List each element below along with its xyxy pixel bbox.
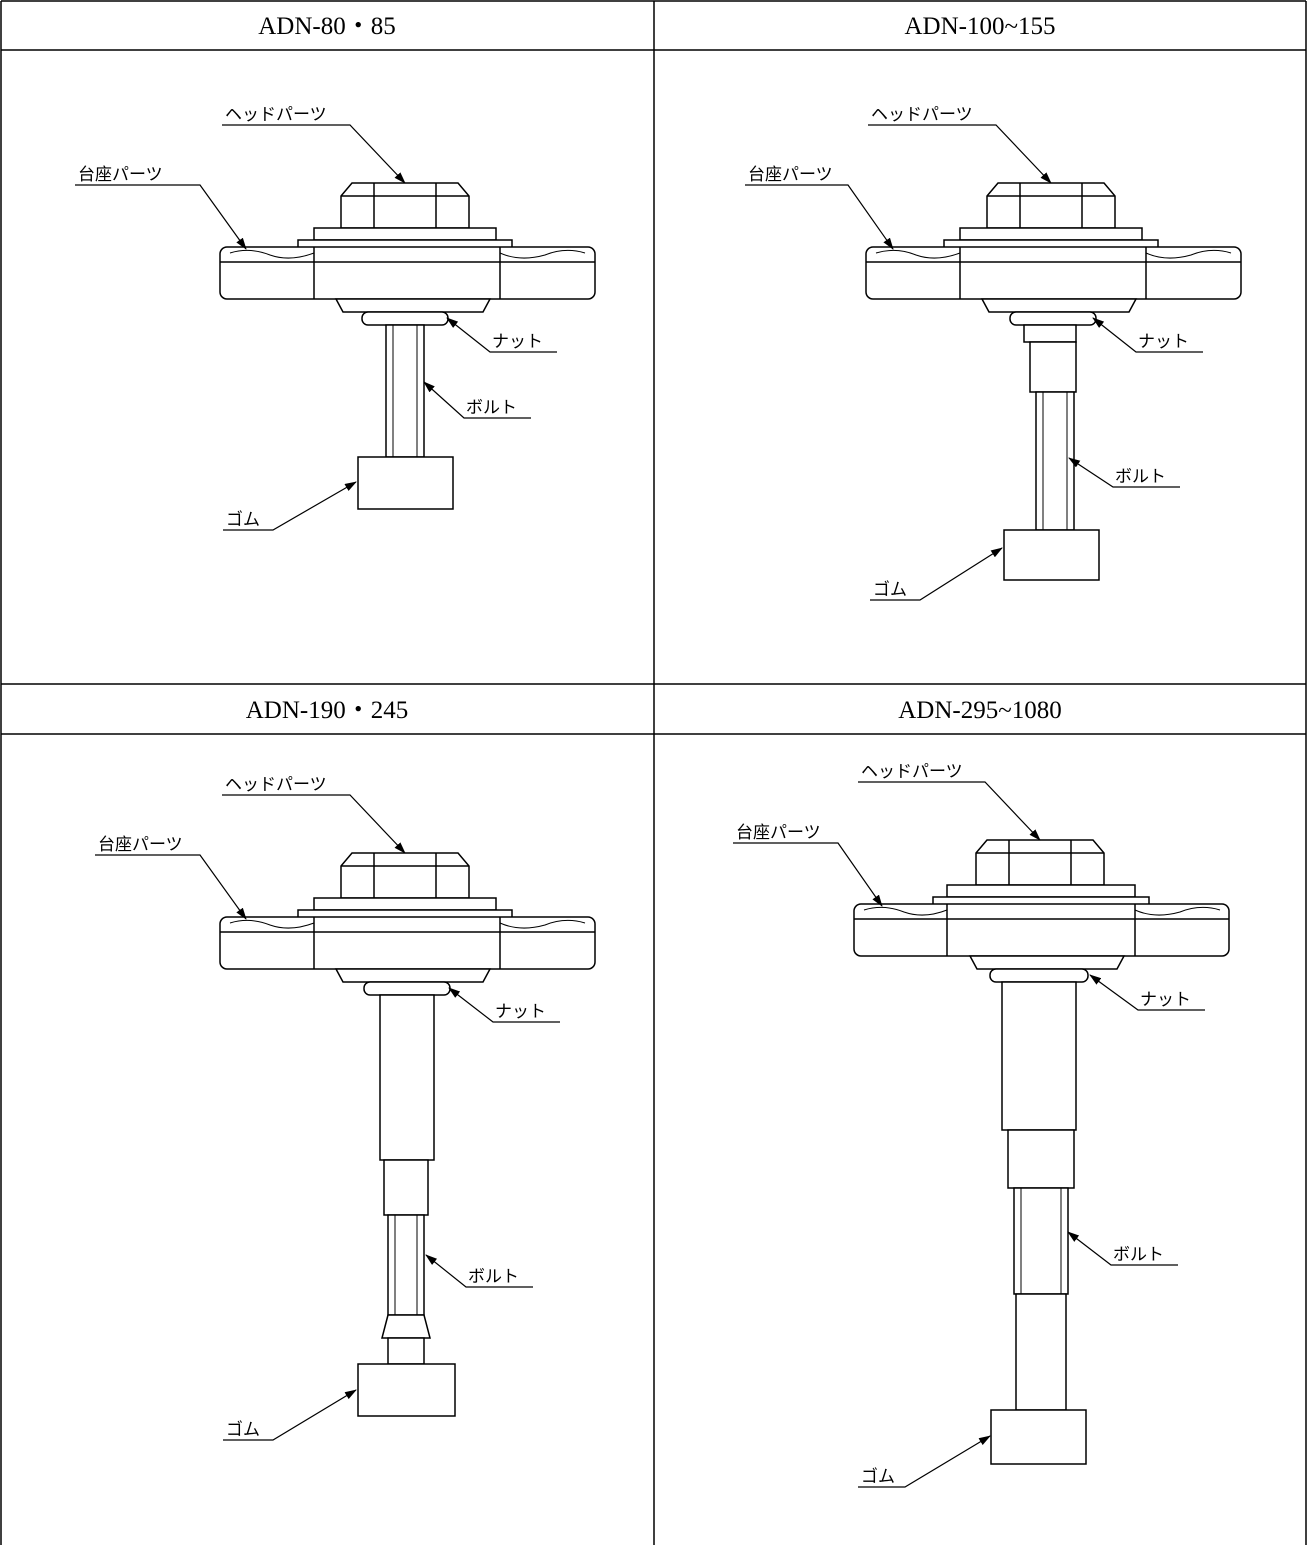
label-rubber-1: ゴム <box>226 509 260 530</box>
label-rubber-3: ゴム <box>226 1419 260 1440</box>
label-bolt-1: ボルト <box>466 398 517 418</box>
label-base-parts-2: 台座パーツ <box>748 165 833 185</box>
leader-lines-adn-190-245 <box>95 794 560 1441</box>
assembly-drawing-adn-100-155 <box>865 182 1242 581</box>
label-nut-2: ナット <box>1138 332 1189 352</box>
label-base-parts-4: 台座パーツ <box>736 823 821 843</box>
assembly-drawing-adn-190-245 <box>219 852 596 1417</box>
leader-lines-adn-100-155 <box>745 124 1203 601</box>
label-rubber-4: ゴム <box>861 1466 895 1487</box>
leader-lines-adn-295-1080 <box>733 781 1205 1488</box>
label-head-parts-4: ヘッドパーツ <box>861 762 963 782</box>
label-head-parts-3: ヘッドパーツ <box>225 775 327 795</box>
label-rubber-2: ゴム <box>873 579 907 600</box>
assembly-drawing-adn-80-85 <box>219 182 596 510</box>
panel-title-adn-80-85: ADN-80・85 <box>258 13 396 40</box>
label-bolt-2: ボルト <box>1115 467 1166 487</box>
label-nut-3: ナット <box>495 1002 546 1022</box>
panel-title-adn-295-1080: ADN-295~1080 <box>898 697 1062 724</box>
assembly-drawing-adn-295-1080 <box>853 839 1230 1465</box>
label-head-parts-2: ヘッドパーツ <box>871 105 973 125</box>
label-head-parts-1: ヘッドパーツ <box>225 105 327 125</box>
panel-title-adn-100-155: ADN-100~155 <box>904 13 1055 40</box>
label-bolt-4: ボルト <box>1113 1245 1164 1265</box>
label-nut-1: ナット <box>492 332 543 352</box>
label-base-parts-3: 台座パーツ <box>98 835 183 855</box>
panel-title-adn-190-245: ADN-190・245 <box>246 697 409 724</box>
leader-lines-adn-80-85 <box>75 124 557 531</box>
label-bolt-3: ボルト <box>468 1267 519 1287</box>
label-base-parts-1: 台座パーツ <box>78 165 163 185</box>
label-nut-4: ナット <box>1140 990 1191 1010</box>
